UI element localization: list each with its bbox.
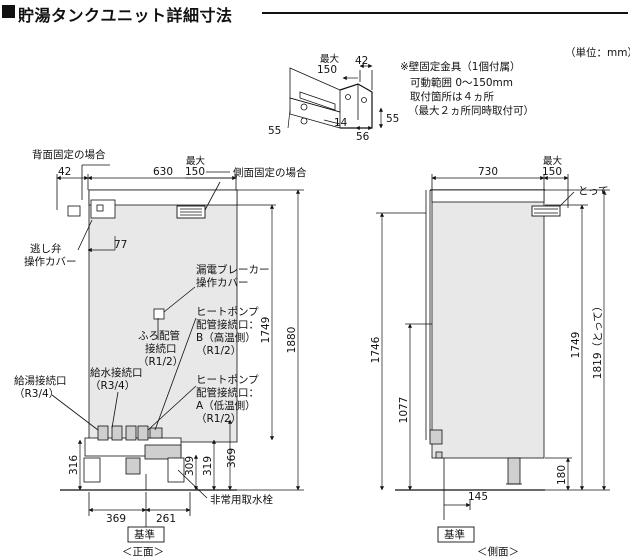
front-bath-pipe-3: （R1/2）	[138, 356, 183, 368]
bracket-dim-42: 42	[355, 55, 368, 67]
front-dim-42: 42	[58, 166, 71, 178]
front-dim-261: 261	[156, 513, 176, 525]
side-totte: とって	[578, 185, 609, 197]
front-leakage-breaker-2: 操作カバー	[196, 276, 249, 289]
front-relief-valve-1: 逃し弁	[30, 242, 62, 255]
front-hp-a-4: （R1/2）	[196, 413, 241, 425]
front-caption: ＜正面＞	[122, 546, 164, 558]
front-label-rear-fix: 背面固定の場合	[32, 148, 106, 161]
front-relief-valve-2: 操作カバー	[24, 255, 77, 268]
front-view	[60, 189, 238, 491]
front-dim-316: 316	[68, 455, 80, 475]
side-view	[395, 189, 561, 520]
front-hp-a-3: A（低温側）	[196, 399, 256, 412]
front-dim-1749: 1749	[260, 317, 272, 344]
front-dim-150: 150	[185, 166, 205, 178]
front-emergency-tap: 非常用取水栓	[210, 493, 273, 506]
front-hp-b-1: ヒートポンプ	[196, 306, 259, 318]
side-kijun-box	[437, 526, 475, 543]
wall-bracket	[287, 63, 384, 131]
side-dim-1746: 1746	[370, 336, 382, 363]
bracket-dim-14: 14	[334, 117, 348, 129]
front-dim-369-vertical: 369	[226, 448, 238, 468]
side-dim-150: 150	[542, 166, 562, 178]
side-caption: ＜側面＞	[477, 545, 519, 558]
front-hp-b-2: 配管接続口：	[196, 318, 259, 331]
front-hp-a-1: ヒートポンプ	[196, 374, 259, 386]
side-dim-1749: 1749	[570, 332, 582, 359]
side-dim-1077: 1077	[398, 397, 410, 424]
front-hp-a-2: 配管接続口：	[196, 386, 259, 399]
front-leakage-breaker-1: 漏電ブレーカー	[196, 263, 270, 276]
front-label-side-fix: 側面固定の場合	[233, 166, 307, 179]
side-dim-730: 730	[478, 166, 498, 178]
bracket-dim-55-left: 55	[268, 125, 281, 137]
side-dimensions	[376, 174, 610, 510]
front-dim-309: 309	[184, 456, 196, 476]
bracket-line-2: 取付箇所は４ヵ所	[410, 90, 494, 103]
bracket-dim-55-right: 55	[386, 113, 399, 125]
side-dim-1819: 1819（とって）	[592, 301, 604, 379]
front-dim-369: 369	[106, 513, 126, 525]
bracket-dim-150: 150	[317, 64, 337, 76]
front-supply-water-2: （R3/4）	[90, 380, 135, 392]
side-dim-145: 145	[468, 491, 488, 503]
front-dim-77: 77	[114, 239, 127, 251]
bracket-name: ※壁固定金具（1個付属）	[400, 60, 520, 73]
title-square-bullet	[2, 5, 15, 18]
front-kijun-box	[127, 526, 165, 543]
front-dimensions	[51, 164, 304, 530]
front-dim-1880: 1880	[286, 327, 298, 354]
bracket-line-1: 可動範囲 0～150mm	[410, 76, 513, 89]
front-hot-water-2: （R3/4）	[14, 388, 59, 400]
front-hot-water-1: 給湯接続口	[14, 374, 67, 387]
front-dim-319: 319	[202, 456, 214, 476]
side-kijun: 基準	[444, 528, 465, 541]
front-supply-water-1: 給水接続口	[90, 366, 143, 379]
page-title: 貯湯タンクユニット詳細寸法	[0, 0, 630, 26]
side-max-label: 最大	[543, 155, 563, 167]
front-bath-pipe-2: 接続口	[145, 342, 177, 355]
front-hp-b-4: （R1/2）	[196, 345, 241, 357]
side-dim-180: 180	[556, 465, 568, 485]
bracket-dim-56: 56	[356, 131, 370, 143]
front-max-label: 最大	[186, 155, 206, 167]
front-kijun: 基準	[134, 528, 155, 541]
front-bath-pipe-1: ふろ配管	[138, 329, 180, 342]
title-rule	[262, 12, 628, 14]
title-text: 貯湯タンクユニット詳細寸法	[18, 6, 233, 25]
unit-note: （単位：mm）	[565, 47, 630, 59]
front-dim-630: 630	[153, 166, 173, 178]
front-hp-b-3: B（高温側）	[196, 331, 256, 344]
bracket-line-3: （最大２ヵ所同時取付可）	[408, 104, 534, 117]
bracket-max-label: 最大	[320, 53, 340, 65]
